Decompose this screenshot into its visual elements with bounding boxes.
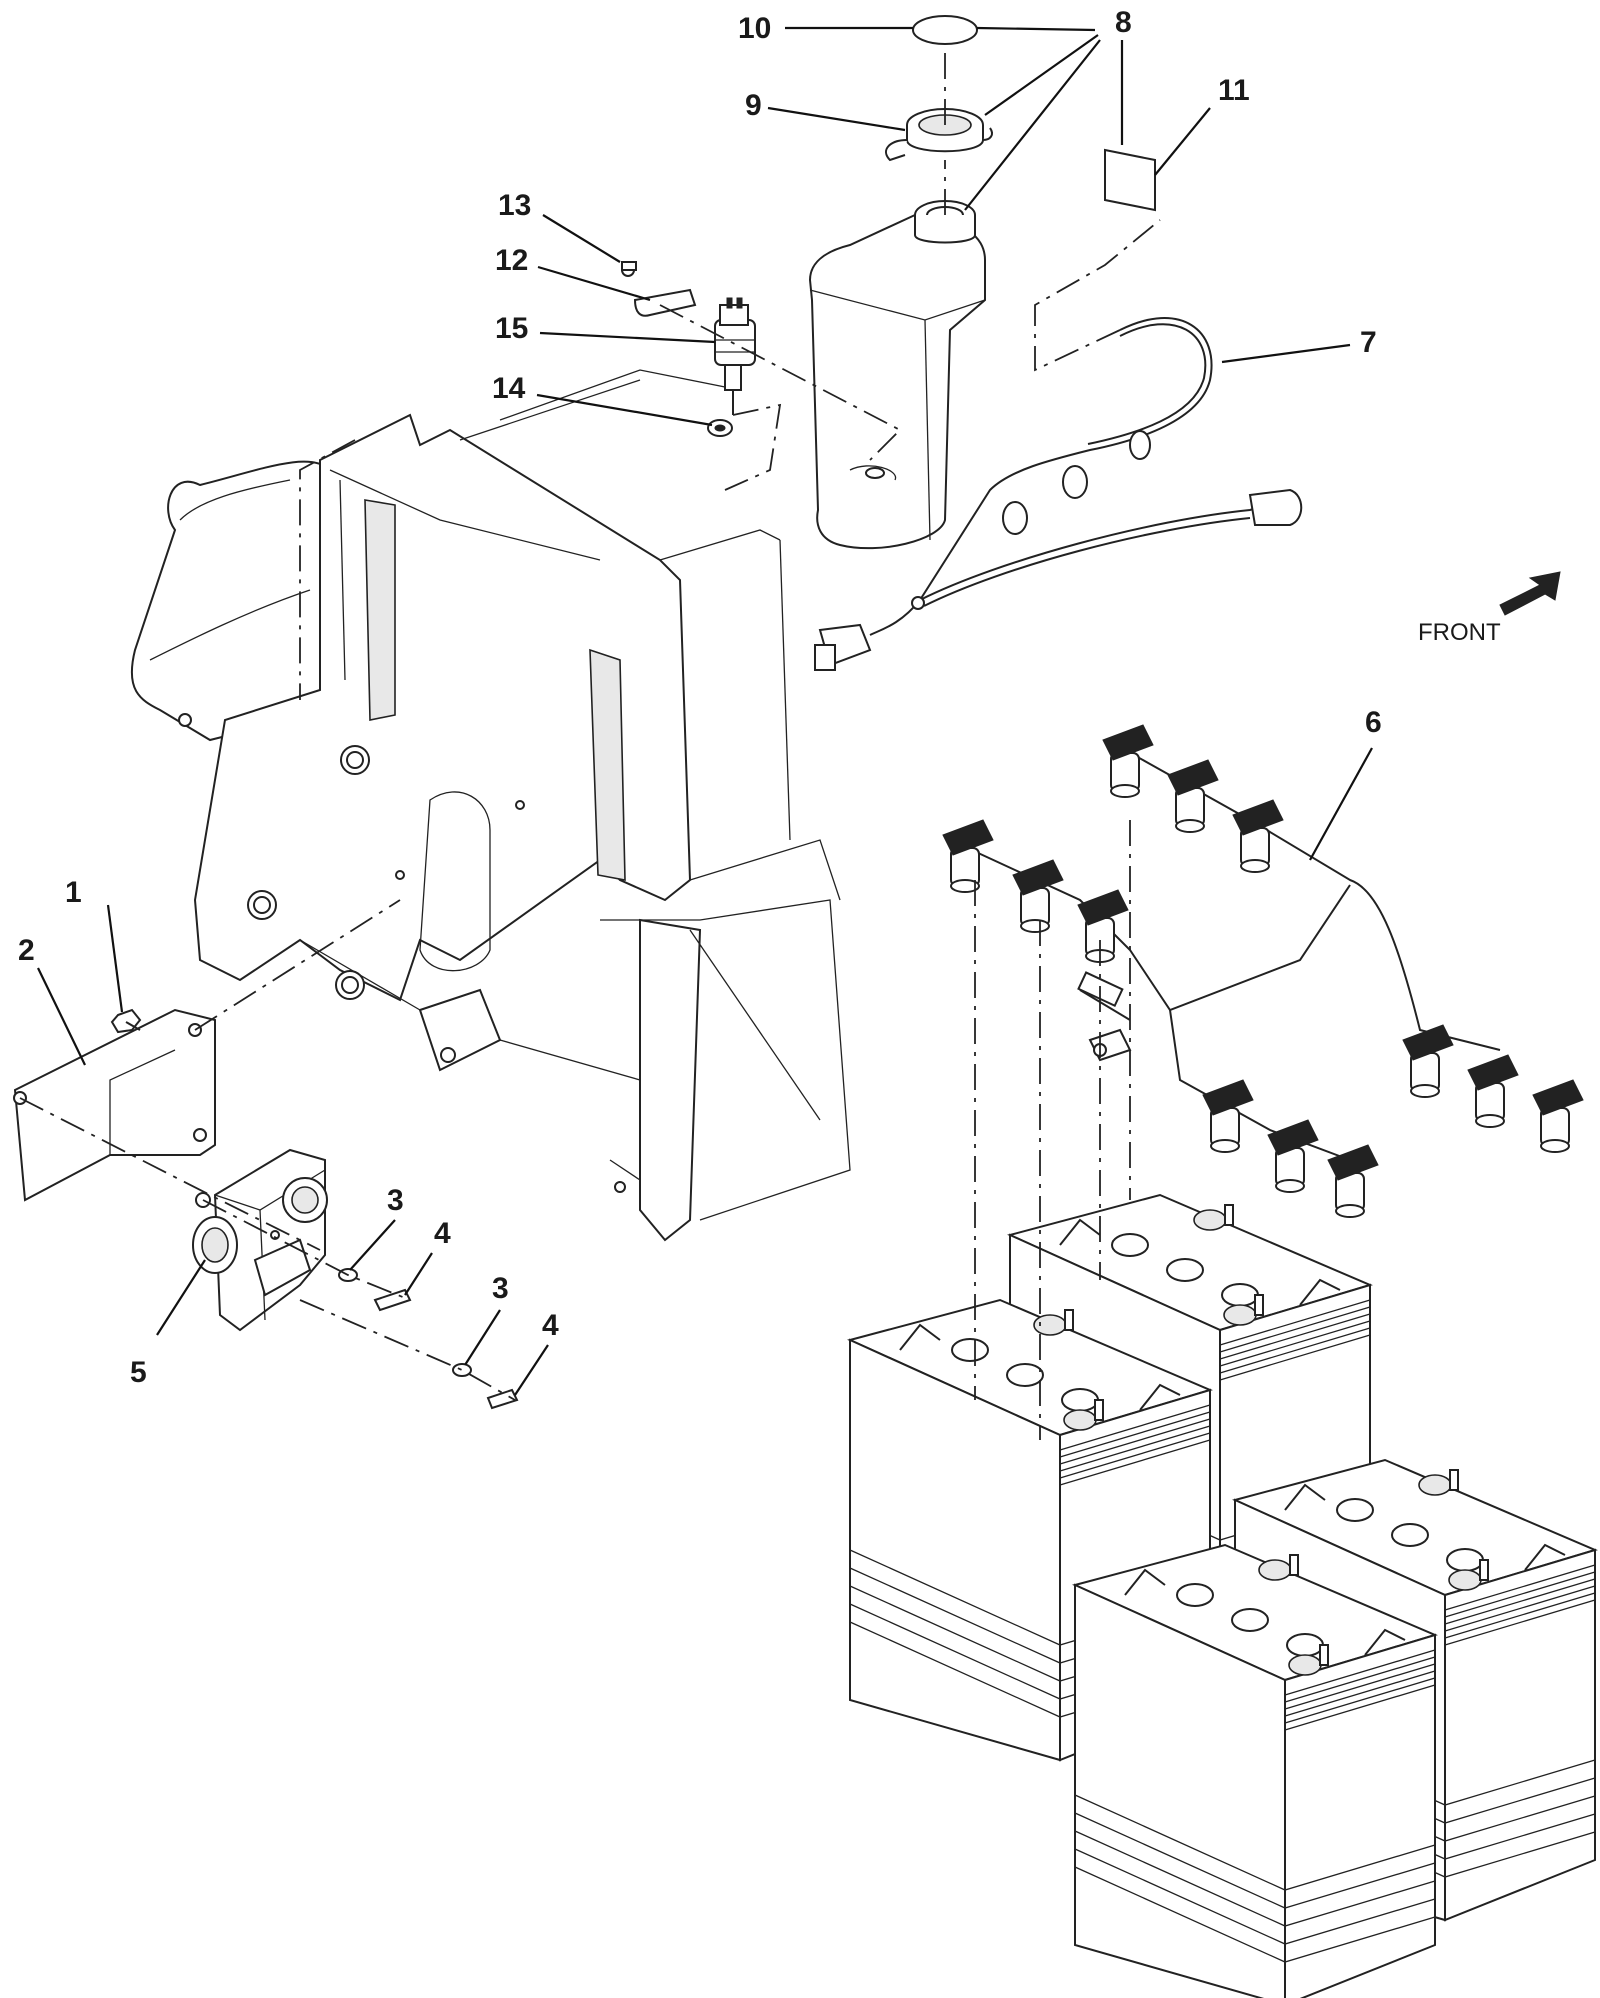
terminal-clamp	[1232, 799, 1284, 873]
terminal-clamp	[1267, 1119, 1319, 1193]
front-direction-label: FRONT	[1418, 619, 1501, 646]
terminal-clamps	[942, 724, 1584, 1218]
bolt	[110, 1008, 142, 1034]
terminal-clamp	[1532, 1079, 1584, 1153]
callout-13: 13	[498, 189, 531, 222]
callout-14: 14	[492, 372, 526, 405]
callout-9: 9	[745, 89, 762, 122]
callout-labels: 1 2 3 4 3 4 5 6 7 8 9 10 11 12 13 14 15	[18, 6, 1382, 1389]
callout-1: 1	[65, 876, 82, 909]
callout-2: 2	[18, 934, 35, 967]
reservoir-tank	[808, 200, 986, 550]
terminal-clamp	[1202, 1079, 1254, 1153]
callout-10: 10	[738, 12, 771, 45]
cap-decal	[912, 15, 978, 45]
callout-15: 15	[495, 312, 528, 345]
grommet	[707, 419, 733, 437]
terminal-clamp	[1077, 889, 1129, 963]
terminal-clamp	[1167, 759, 1219, 833]
battery	[1072, 1543, 1438, 1998]
terminal-clamp	[1467, 1054, 1519, 1128]
callout-6: 6	[1365, 706, 1382, 739]
controller-module	[192, 1148, 328, 1332]
callout-5: 5	[130, 1356, 147, 1389]
callout-4-upper: 4	[434, 1217, 451, 1250]
terminal-clamp	[942, 819, 994, 893]
callout-3-lower: 3	[492, 1272, 509, 1305]
battery-bank	[847, 1193, 1598, 1998]
vehicle-frame	[130, 369, 851, 1242]
terminal-clamp	[1102, 724, 1154, 798]
callout-3-upper: 3	[387, 1184, 404, 1217]
callout-8: 8	[1115, 6, 1132, 39]
callout-12: 12	[495, 244, 528, 277]
reservoir-cap	[885, 108, 993, 162]
terminal-clamp	[1402, 1024, 1454, 1098]
mounting-plate	[13, 1008, 216, 1202]
washer-hose	[814, 317, 1303, 671]
sensor-bracket	[621, 261, 697, 317]
callout-11: 11	[1218, 74, 1250, 107]
callout-7: 7	[1360, 326, 1377, 359]
leader-lines	[37, 26, 1373, 1396]
hardware	[338, 1268, 519, 1410]
level-sensor	[714, 297, 756, 415]
assembly-centerlines	[19, 50, 1161, 1440]
callout-4-lower: 4	[542, 1309, 559, 1342]
warning-label	[1104, 148, 1156, 212]
terminal-clamp	[1012, 859, 1064, 933]
terminal-clamp	[1327, 1144, 1379, 1218]
front-arrow-icon	[1499, 571, 1561, 616]
